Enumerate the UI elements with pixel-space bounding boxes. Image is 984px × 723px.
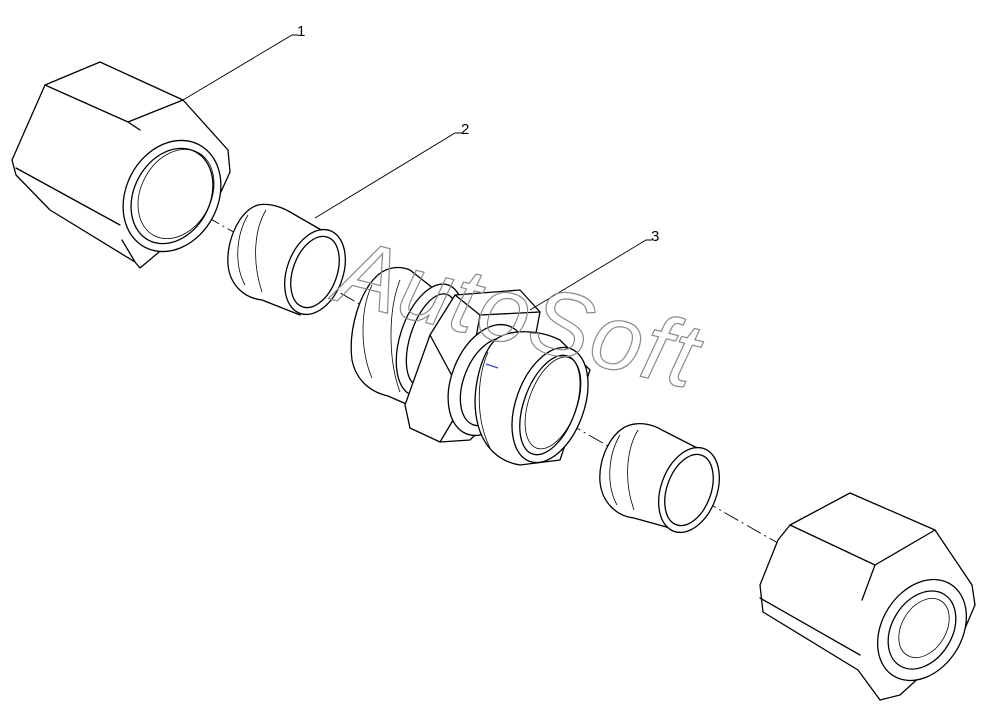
- leader-line-2: [314, 132, 462, 219]
- leader-line-1: [182, 34, 298, 101]
- callout-2: 2: [461, 121, 469, 138]
- ferrule-left: [227, 203, 346, 316]
- ferrule-right: [599, 423, 720, 534]
- callout-3: 3: [651, 228, 659, 245]
- hex-nut-left: [11, 61, 231, 269]
- hex-nut-right: [759, 492, 976, 701]
- callout-1: 1: [297, 23, 305, 40]
- leader-line-3: [529, 239, 652, 311]
- union-body: [350, 266, 591, 466]
